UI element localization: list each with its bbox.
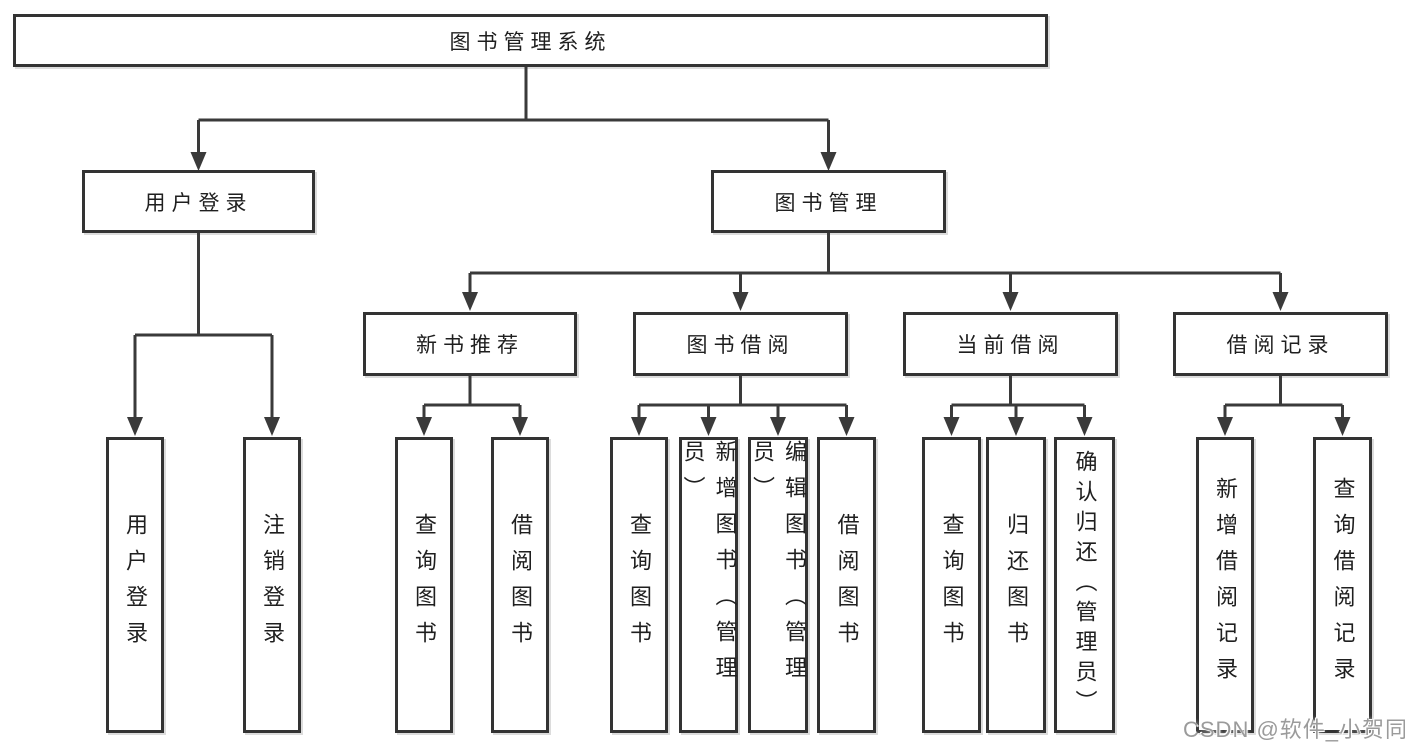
- leaf-borrow-books-recommend: 借阅图书: [491, 437, 549, 733]
- arrowhead: [264, 417, 280, 436]
- arrowhead: [631, 417, 647, 436]
- leaf-add-borrow-record: 新增借阅记录: [1196, 437, 1254, 733]
- arrowhead: [838, 417, 855, 436]
- connector-user-login-to-leaves: [127, 233, 280, 436]
- leaf-return-books: 归还图书: [986, 437, 1046, 733]
- arrowhead: [770, 417, 786, 436]
- connector-borrow-records-to-leaves: [1217, 376, 1351, 436]
- csdn-watermark: CSDN @软件_小贺同学: [1183, 717, 1405, 742]
- connector-book-management-to-level3: [462, 233, 1289, 311]
- arrowhead: [462, 292, 478, 311]
- arrowhead: [1334, 417, 1351, 436]
- arrowhead: [820, 152, 837, 171]
- leaf-query-books-recommend: 查询图书: [395, 437, 453, 733]
- leaf-query-books-current: 查询图书: [922, 437, 981, 733]
- connector-root-to-level2: [190, 67, 837, 171]
- node-book-borrow: 图书借阅: [633, 312, 848, 376]
- node-borrow-records: 借阅记录: [1173, 312, 1388, 376]
- arrowhead: [1076, 417, 1093, 436]
- arrowhead: [732, 292, 749, 311]
- arrowhead: [190, 152, 207, 171]
- arrowhead: [700, 417, 717, 436]
- arrowhead: [1217, 417, 1233, 436]
- leaf-confirm-return-admin: 确认归还（管理员）: [1054, 437, 1115, 733]
- connector-current-borrow-to-leaves: [943, 376, 1093, 436]
- leaf-edit-books-admin: 编辑图书（管理员）: [748, 437, 808, 733]
- node-book-management: 图书管理: [711, 170, 946, 233]
- node-new-book-recommend: 新书推荐: [363, 312, 577, 376]
- arrowhead: [512, 417, 528, 436]
- arrowhead: [416, 417, 432, 436]
- leaf-add-books-admin: 新增图书（管理员）: [679, 437, 738, 733]
- leaf-borrow-books: 借阅图书: [817, 437, 876, 733]
- node-library-management-system: 图书管理系统: [13, 14, 1048, 67]
- arrowhead: [1272, 292, 1289, 311]
- arrowhead: [1008, 417, 1024, 436]
- leaf-query-books-borrow: 查询图书: [610, 437, 668, 733]
- leaf-user-login: 用户登录: [106, 437, 164, 733]
- arrowhead: [1002, 292, 1019, 311]
- arrowhead: [943, 417, 960, 436]
- leaf-query-borrow-record: 查询借阅记录: [1313, 437, 1372, 733]
- connector-new-book-to-leaves: [416, 376, 528, 436]
- connector-book-borrow-to-leaves: [631, 376, 855, 436]
- arrowhead: [127, 417, 143, 436]
- node-current-borrow: 当前借阅: [903, 312, 1118, 376]
- leaf-logout: 注销登录: [243, 437, 301, 733]
- node-user-login: 用户登录: [82, 170, 315, 233]
